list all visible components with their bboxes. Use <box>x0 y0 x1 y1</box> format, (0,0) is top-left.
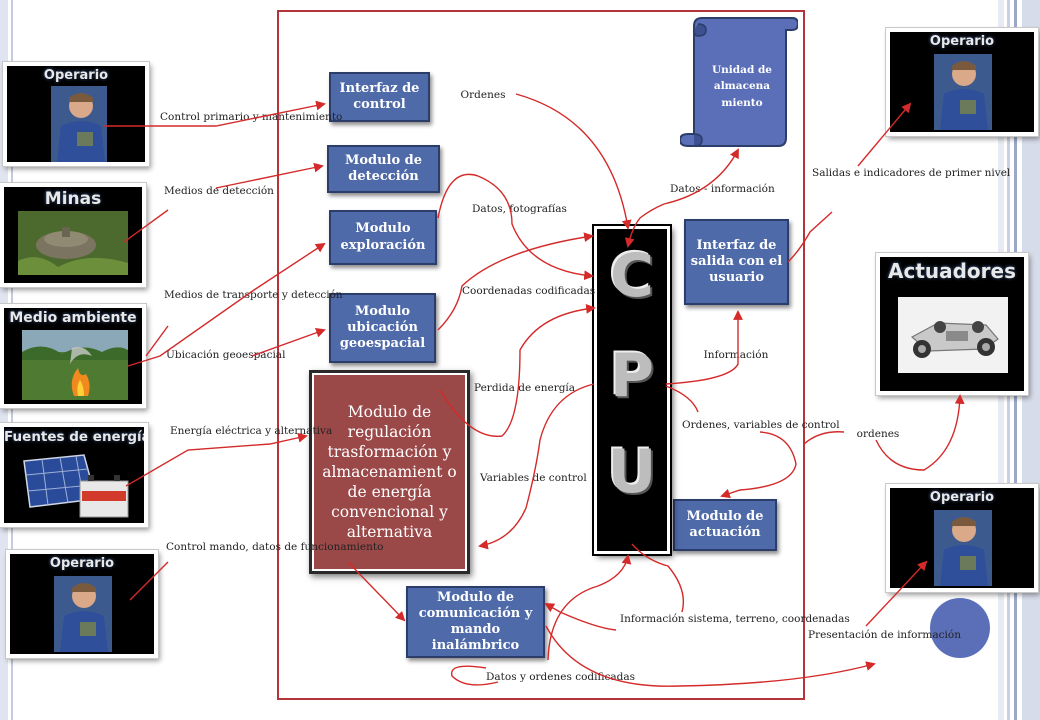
arrow-presentacion-to-operario <box>865 560 928 627</box>
arrow-salida-to-indicadores <box>787 211 833 263</box>
deteccion-module: Modulo de detección <box>327 145 440 193</box>
worker-image <box>51 86 107 162</box>
arrow-operario-to-interfaz <box>104 100 326 127</box>
regulacion-module: Modulo de regulación trasformación y alm… <box>309 370 470 574</box>
operario-title-left-bottom: Operario <box>49 556 115 571</box>
operario-title-right-bottom: Operario <box>929 490 995 505</box>
arrow-energia-to-regulacion <box>125 432 308 487</box>
actuadores-title: Actuadores <box>887 259 1017 283</box>
arrow-datos-ordenes-loop <box>450 665 499 686</box>
mine-image <box>18 211 128 275</box>
arrow-comunicacion-to-cpu <box>547 554 632 661</box>
operario-title: Operario <box>43 68 109 83</box>
arrow-perdida-to-cpu <box>439 303 596 437</box>
arrow-cpu-to-info <box>631 543 685 613</box>
comunicacion-module: Modulo de comunicación y mando inalámbri… <box>406 586 545 658</box>
label-ubicacion-geo: Ubicación geoespacial <box>166 349 286 361</box>
label-informacion: Información <box>703 349 769 361</box>
actuadores-photo: Actuadores <box>876 253 1028 395</box>
medio-ambiente-title: Medio ambiente <box>9 310 137 326</box>
car-chassis-image <box>898 297 1008 373</box>
arrow-info-to-comunicacion <box>544 603 617 631</box>
ubicacion-module: Modulo ubicación geoespacial <box>329 293 436 363</box>
operario-photo-left-bottom: Operario <box>6 550 158 658</box>
solar-battery-image <box>22 451 132 523</box>
arrow-cpu-to-regulacion <box>478 383 595 550</box>
almacenamiento-label: Unidad de almacena miento <box>712 64 772 109</box>
decorative-circle <box>930 598 990 658</box>
arrow-minas-to-deteccion <box>215 162 324 189</box>
fire-image <box>22 330 128 400</box>
arrow-medio-line <box>145 325 169 357</box>
operario-photo-left-top: Operario <box>3 62 149 166</box>
arrow-ubicacion-to-modulo <box>251 328 326 357</box>
arrow-control-mando-line <box>129 561 169 601</box>
cpu-block: C P U <box>592 224 672 556</box>
operario-photo-right-bottom: Operario <box>886 484 1038 592</box>
cpu-letter-u: U <box>607 437 657 507</box>
minas-title: Minas <box>44 189 102 209</box>
minas-photo: Minas <box>0 183 146 287</box>
salida-module: Interfaz de salida con el usuario <box>684 219 789 305</box>
arrow-datos-to-almacenamiento <box>663 148 739 205</box>
fuentes-energia-title: Fuentes de energía <box>4 429 148 445</box>
label-presentacion: Presentación de información <box>808 629 961 641</box>
arrow-minas-line <box>123 209 169 243</box>
arrow-exploracion-to-cpu <box>437 173 594 281</box>
medio-ambiente-photo: Medio ambiente <box>0 304 146 408</box>
worker-image-4 <box>934 510 992 586</box>
system-frame <box>277 10 805 700</box>
worker-image-2 <box>54 576 112 652</box>
operario-photo-right-top: Operario <box>886 28 1038 136</box>
operario-title-right-top: Operario <box>929 34 995 49</box>
arrow-datos-to-cpu <box>624 203 665 248</box>
fuentes-energia-photo: Fuentes de energía <box>0 423 148 527</box>
exploracion-module: Modulo exploración <box>329 210 437 265</box>
label-ordenes-right: ordenes <box>856 428 900 440</box>
label-medios-deteccion: Medios de detección <box>164 185 274 197</box>
worker-image-3 <box>934 54 992 130</box>
label-perdida-energia: Perdida de energía <box>474 382 576 394</box>
arrow-indicadores-to-operario <box>857 102 912 167</box>
arrow-regulacion-to-comunicacion <box>347 561 406 622</box>
label-ordenes-top: Ordenes <box>460 89 506 101</box>
arrow-ordenes-to-actuadores <box>803 396 960 471</box>
cpu-letter-c: C <box>609 241 655 311</box>
interfaz-control-module: Interfaz de control <box>329 72 430 122</box>
arrow-transporte-to-exploracion <box>127 242 326 367</box>
cpu-letter-p: P <box>610 341 654 411</box>
arrow-comunicacion-to-presentacion <box>545 625 876 687</box>
label-datos-fotografias: Datos, fotografías <box>472 203 567 215</box>
arrow-cpu-to-salida <box>665 310 743 385</box>
arrow-ordenes-to-cpu <box>515 93 632 230</box>
arrow-cpu-to-actuacion <box>665 385 797 496</box>
arrow-coordenadas-to-cpu <box>437 232 594 331</box>
